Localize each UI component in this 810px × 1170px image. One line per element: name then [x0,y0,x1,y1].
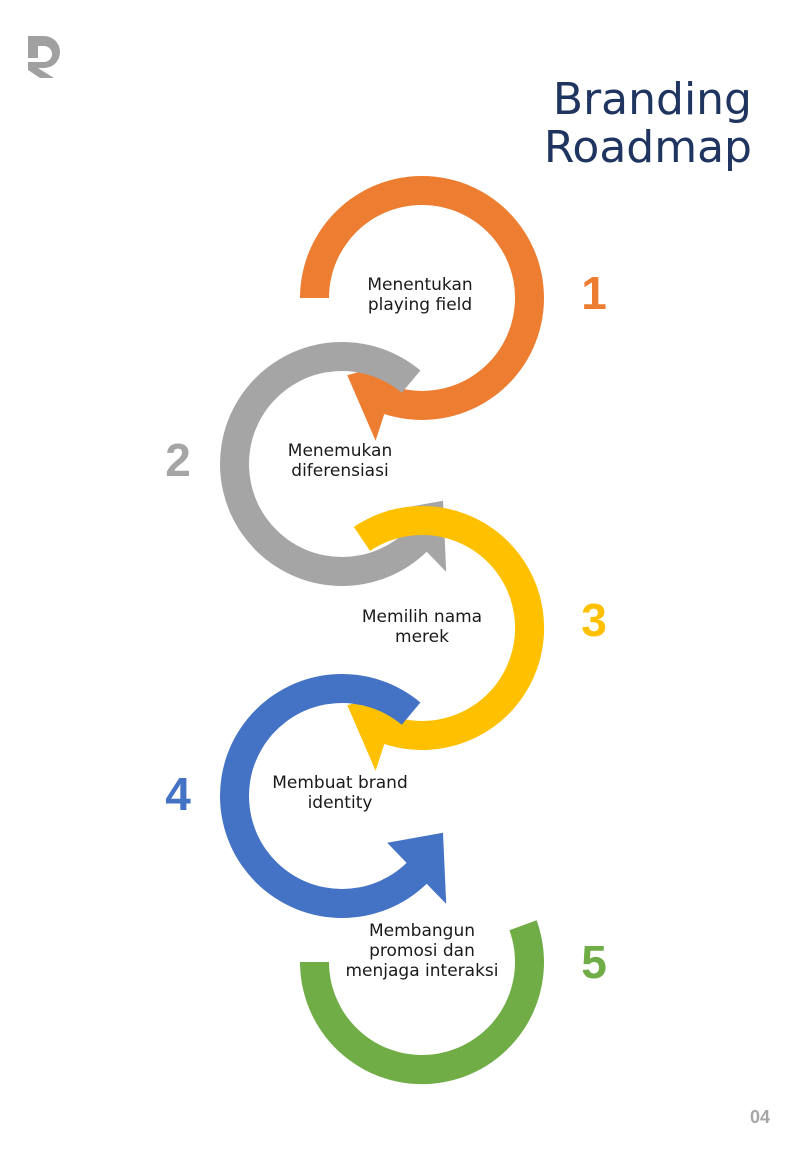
step-1-label-line: playing field [368,295,472,315]
step-1-number: 1 [581,267,607,319]
step-1-curved-arrow-icon [300,175,544,441]
step-4-label-line: Membuat brand [272,773,408,793]
step-2-label-line: diferensiasi [291,461,388,481]
step-3-label-line: Memilih nama [362,607,482,627]
page-title-line-1: Branding [552,74,752,125]
step-5-label-line: Membangun [369,921,475,941]
step-5-label-line: promosi dan [369,941,475,961]
step-4-label-line: identity [308,793,373,813]
step-2-number: 2 [165,434,191,486]
step-2-label-line: Menemukan [288,441,392,461]
step-5-ring-icon [299,920,544,1085]
roadmap-shapes [220,175,545,1085]
step-3-number: 3 [581,594,607,646]
page-number: 04 [749,1107,770,1127]
step-1-label-line: Menentukan [367,275,472,295]
step-5-label-line: menjaga interaksi [346,961,499,981]
step-5-number: 5 [581,936,607,988]
step-4-number: 4 [165,768,191,820]
logo-icon [28,36,60,78]
step-3-label-line: merek [395,627,449,647]
page-title-line-2: Roadmap [543,122,752,173]
